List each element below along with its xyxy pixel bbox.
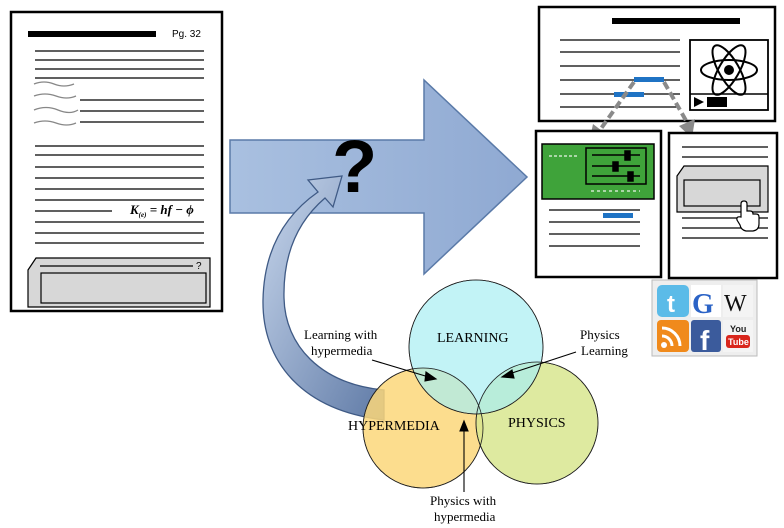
textbook-text-lines xyxy=(35,50,204,244)
svg-text:You: You xyxy=(730,324,746,334)
svg-text:f: f xyxy=(700,325,710,356)
youtube-icon[interactable]: You Tube xyxy=(723,320,753,352)
formula-main: K(e) = hf − ϕ xyxy=(129,202,194,219)
hypermedia-main-page xyxy=(537,5,777,123)
simulation-text-lines xyxy=(549,209,640,247)
label-learning-with-hypermedia-line1: Learning with xyxy=(304,327,378,342)
wikipedia-icon[interactable]: W xyxy=(723,285,753,317)
video-progress xyxy=(707,97,727,107)
svg-text:Tube: Tube xyxy=(728,337,749,347)
main-page-text-lines xyxy=(560,39,680,108)
svg-text:t: t xyxy=(667,291,675,318)
center-question-mark: ? xyxy=(332,125,377,208)
hand-cursor-icon xyxy=(736,200,760,232)
page-number-label: Pg. 32 xyxy=(172,29,201,40)
label-physics-with-hypermedia-line1: Physics with xyxy=(430,493,497,508)
facebook-icon[interactable]: f xyxy=(691,320,721,356)
textbook-page: Pg. 32 K(e) = hf − ϕ xyxy=(9,10,224,313)
label-physics-learning-line1: Physics xyxy=(580,327,620,342)
social-icons: t G W f You Tube xyxy=(651,279,758,357)
rss-icon[interactable] xyxy=(657,320,689,352)
hyperlink-2[interactable] xyxy=(614,92,644,97)
interactive-input-box[interactable] xyxy=(683,179,761,207)
venn-diagram: LEARNING HYPERMEDIA PHYSICS Learning wit… xyxy=(304,279,628,524)
hyperlink-1[interactable] xyxy=(634,77,664,82)
hyperlink-3[interactable] xyxy=(603,213,633,218)
interactive-page xyxy=(667,131,779,280)
label-physics-learning-line2: Learning xyxy=(581,343,628,358)
question-answer-box xyxy=(40,272,207,304)
venn-pointer-arrows xyxy=(371,351,577,492)
venn-outlines xyxy=(362,279,599,489)
play-icon[interactable] xyxy=(694,97,704,107)
google-icon[interactable]: G xyxy=(691,285,721,320)
textbook-title-bar xyxy=(28,31,156,37)
learning-circle xyxy=(408,279,544,415)
label-physics-with-hypermedia-line2: hypermedia xyxy=(434,509,496,524)
svg-text:W: W xyxy=(724,291,747,317)
simulation-page xyxy=(534,129,663,279)
svg-text:G: G xyxy=(692,289,714,320)
question-mark-small: ? xyxy=(196,261,202,272)
venn-label-hypermedia: HYPERMEDIA xyxy=(348,419,441,434)
simulation-panel[interactable] xyxy=(541,143,655,200)
atom-icon xyxy=(700,44,758,96)
label-learning-with-hypermedia-line2: hypermedia xyxy=(311,343,373,358)
venn-label-physics: PHYSICS xyxy=(508,416,566,431)
twitter-icon[interactable]: t xyxy=(657,285,689,318)
textbook-figure xyxy=(33,81,79,126)
simulation-controls xyxy=(549,147,647,192)
main-page-title-bar xyxy=(612,18,740,24)
venn-label-learning: LEARNING xyxy=(437,331,509,346)
curved-arrow xyxy=(262,175,385,421)
interactive-text-lines xyxy=(682,146,768,239)
big-transformation-arrow xyxy=(229,78,529,276)
